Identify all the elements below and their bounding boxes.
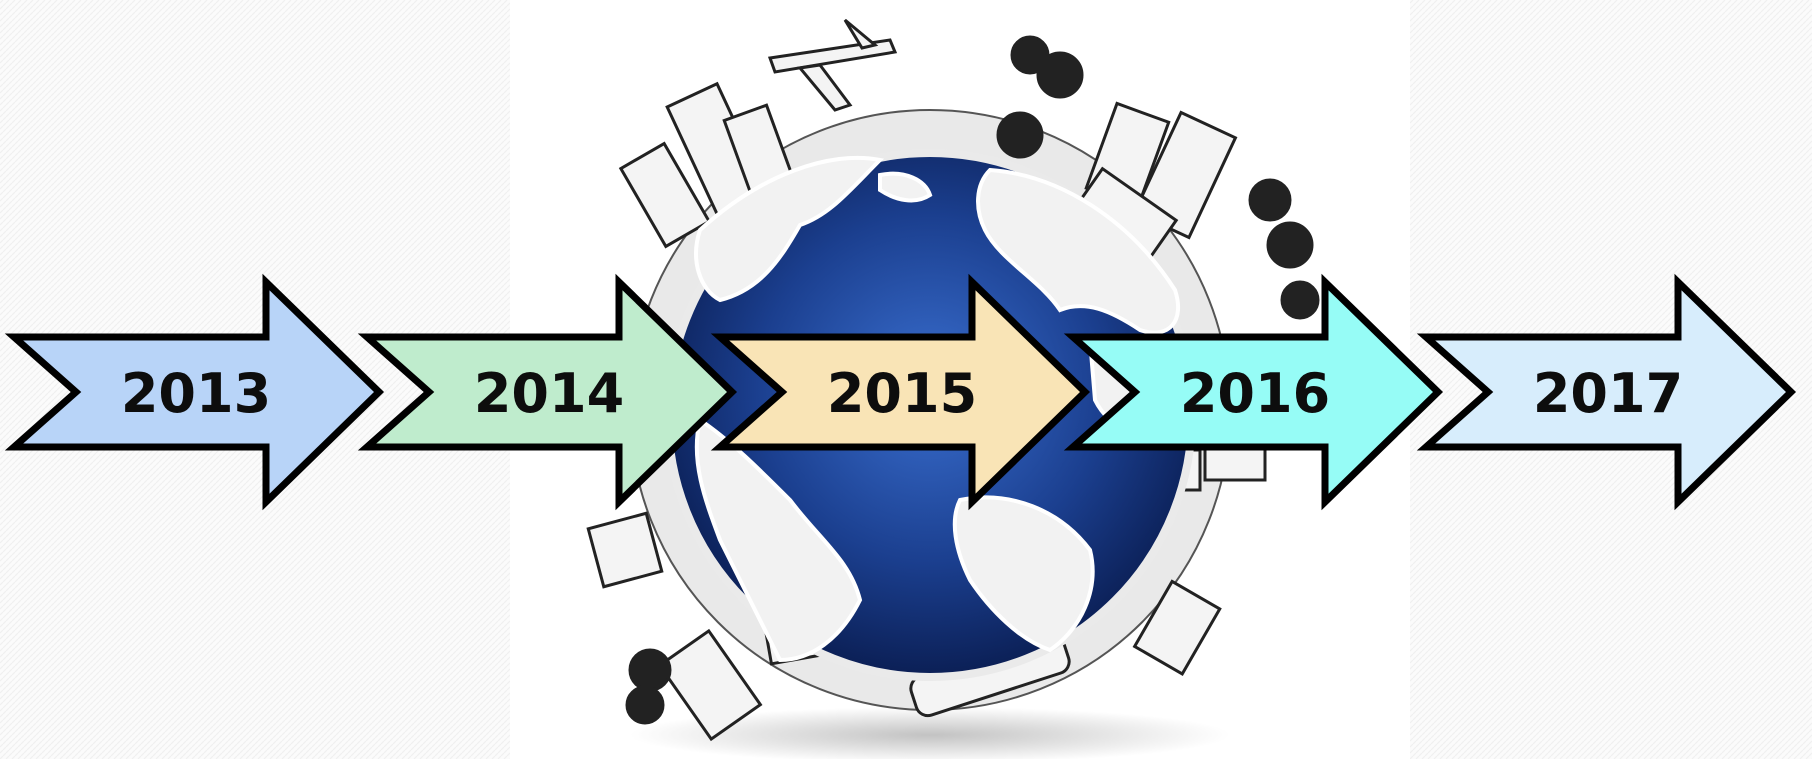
arrow-2017 [1416,273,1797,511]
arrow-label-2015: 2015 [827,362,977,425]
arrow-2014 [357,273,738,511]
arrow-2015 [710,273,1091,511]
arrow-2016 [1063,273,1444,511]
arrow-label-2014: 2014 [474,362,624,425]
arrow-2013 [4,273,385,511]
arrow-label-2016: 2016 [1180,362,1330,425]
timeline-arrows: 2013 2014 2015 2016 2017 [4,273,1797,511]
arrow-label-2013: 2013 [121,362,271,425]
arrow-label-2017: 2017 [1533,362,1683,425]
